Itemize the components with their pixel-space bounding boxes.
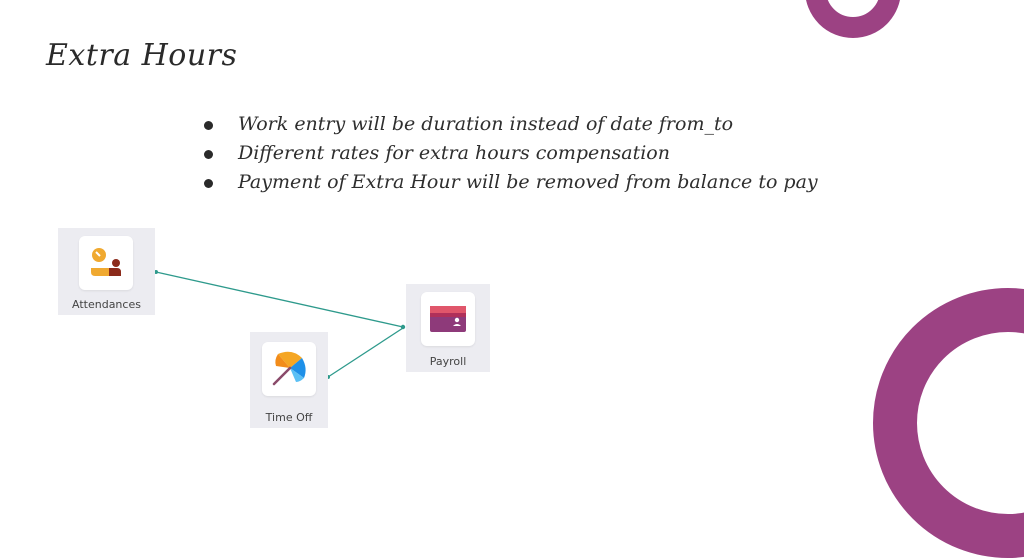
bullet-item: Payment of Extra Hour will be removed fr…: [200, 168, 818, 197]
app-node-payroll[interactable]: Payroll: [406, 284, 490, 372]
slide-title: Extra Hours: [46, 38, 238, 73]
bullet-item: Different rates for extra hours compensa…: [200, 139, 818, 168]
attendances-icon: [79, 236, 133, 290]
payroll-icon: [421, 292, 475, 346]
bullet-item: Work entry will be duration instead of d…: [200, 110, 818, 139]
diagram-connectors: [154, 270, 406, 379]
connector-attendances-payroll: [155, 271, 404, 328]
bullet-dot-icon: [204, 121, 213, 130]
bullet-dot-icon: [204, 150, 213, 159]
node-label: Time Off: [265, 411, 313, 424]
umbrella-icon: [262, 342, 316, 396]
node-label: Payroll: [429, 355, 467, 368]
bullet-list: Work entry will be duration instead of d…: [200, 110, 818, 197]
bullet-dot-icon: [204, 179, 213, 188]
app-node-timeoff[interactable]: Time Off: [250, 332, 328, 428]
app-node-attendances[interactable]: Attendances: [58, 228, 155, 315]
connector-timeoff-payroll: [327, 327, 404, 378]
node-label: Attendances: [72, 298, 141, 311]
